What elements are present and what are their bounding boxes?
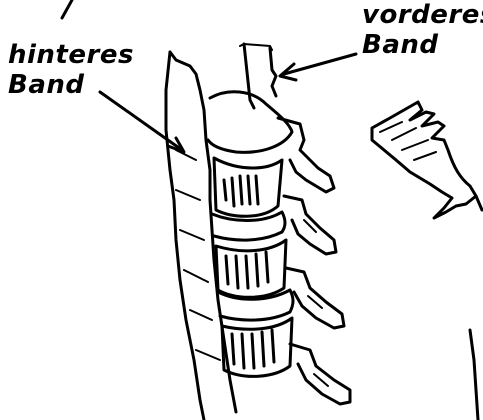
vertebra-2 [212, 212, 286, 297]
vertebra-1 [208, 92, 292, 217]
label-vorderes-band: vorderes Band [362, 0, 483, 60]
hinteres-arrow-line [100, 92, 182, 150]
vertebra-3 [218, 290, 293, 376]
hand-outline [372, 102, 476, 218]
label-vorderes-line1: vorderes [362, 0, 483, 30]
posterior-ligament-band [166, 52, 236, 420]
label-hinteres-line1: hinteres [8, 40, 134, 70]
label-hinteres-band: hinteres Band [8, 40, 134, 100]
stray-stroke [62, 0, 72, 18]
label-hinteres-line2: Band [8, 70, 134, 100]
label-vorderes-line2: Band [362, 30, 483, 60]
arm-outline [470, 196, 482, 420]
